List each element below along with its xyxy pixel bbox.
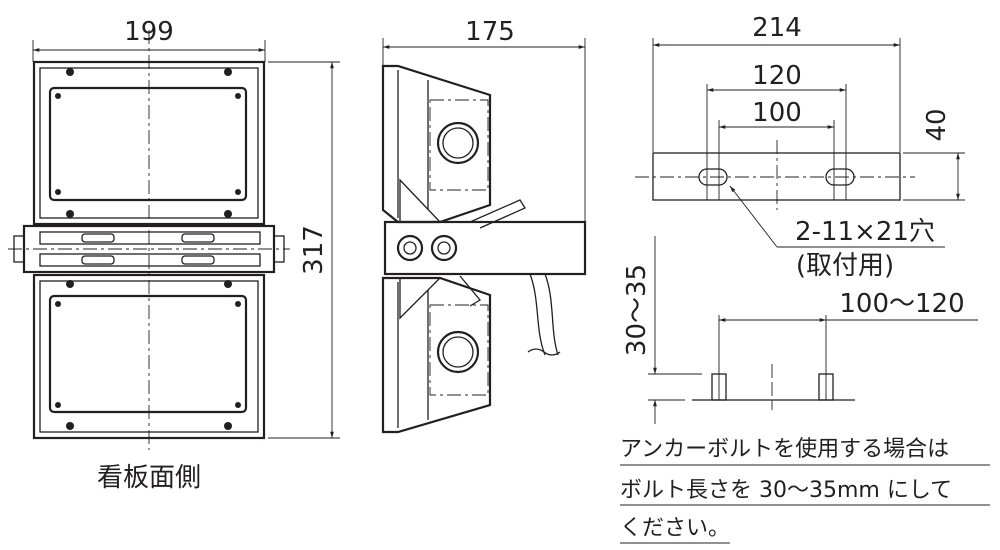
outer-hole-dimension: 120 xyxy=(752,61,802,91)
height-dimension: 317 xyxy=(299,225,329,275)
anchor-bolt xyxy=(818,373,834,401)
front-view-caption: 看板面側 xyxy=(97,463,201,493)
side-view: 175 xyxy=(381,17,587,434)
inner-hole-dimension: 100 xyxy=(752,98,802,128)
note-line-2: ボルト長さを 30〜35mm にして xyxy=(620,478,952,503)
bracket-view: 214 120 100 40 2-11×21穴 (取付用) xyxy=(635,13,965,281)
mounting-plate xyxy=(652,152,901,201)
upper-window xyxy=(48,86,248,202)
depth-dimension: 175 xyxy=(465,17,515,47)
hole-spec: 2-11×21穴 xyxy=(795,217,935,247)
bolt-length-dimension: 30〜35 xyxy=(622,264,652,356)
lower-window xyxy=(48,294,248,414)
overall-width-dimension: 214 xyxy=(752,13,802,43)
anchor-bolt xyxy=(711,373,727,401)
spacing-dimension: 100〜120 xyxy=(839,289,964,319)
front-view: 199 317 xyxy=(8,17,340,493)
note-line-3: ください。 xyxy=(620,516,730,541)
anchor-bolt-view: 100〜120 30〜35 アンカーボルトを使用する場合は ボルト長さを 30〜… xyxy=(620,236,990,544)
pole-arm xyxy=(383,220,587,276)
height-dimension: 40 xyxy=(922,108,952,141)
hole-purpose: (取付用) xyxy=(796,251,894,281)
note-line-1: アンカーボルトを使用する場合は xyxy=(620,437,949,462)
